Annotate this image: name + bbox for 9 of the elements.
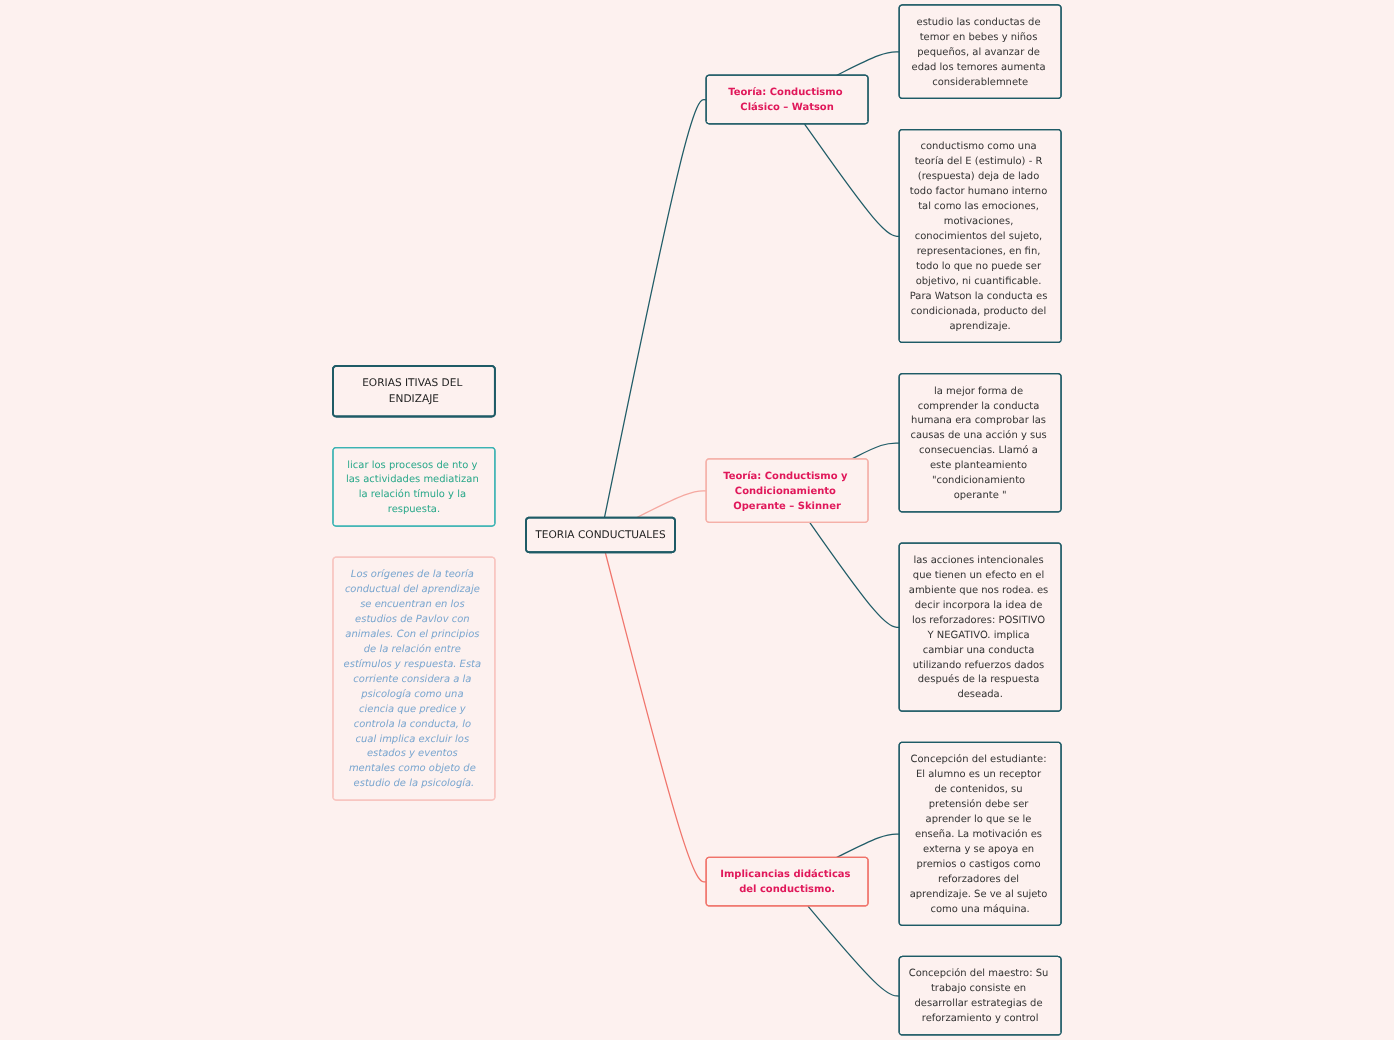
- connector: [809, 522, 901, 629]
- connector: [635, 490, 708, 519]
- connector: [603, 99, 708, 519]
- connector: [803, 123, 901, 237]
- connector: [850, 442, 901, 460]
- connector: [604, 551, 708, 883]
- connector: [835, 833, 901, 859]
- connector: [835, 51, 901, 77]
- connector: [807, 905, 901, 997]
